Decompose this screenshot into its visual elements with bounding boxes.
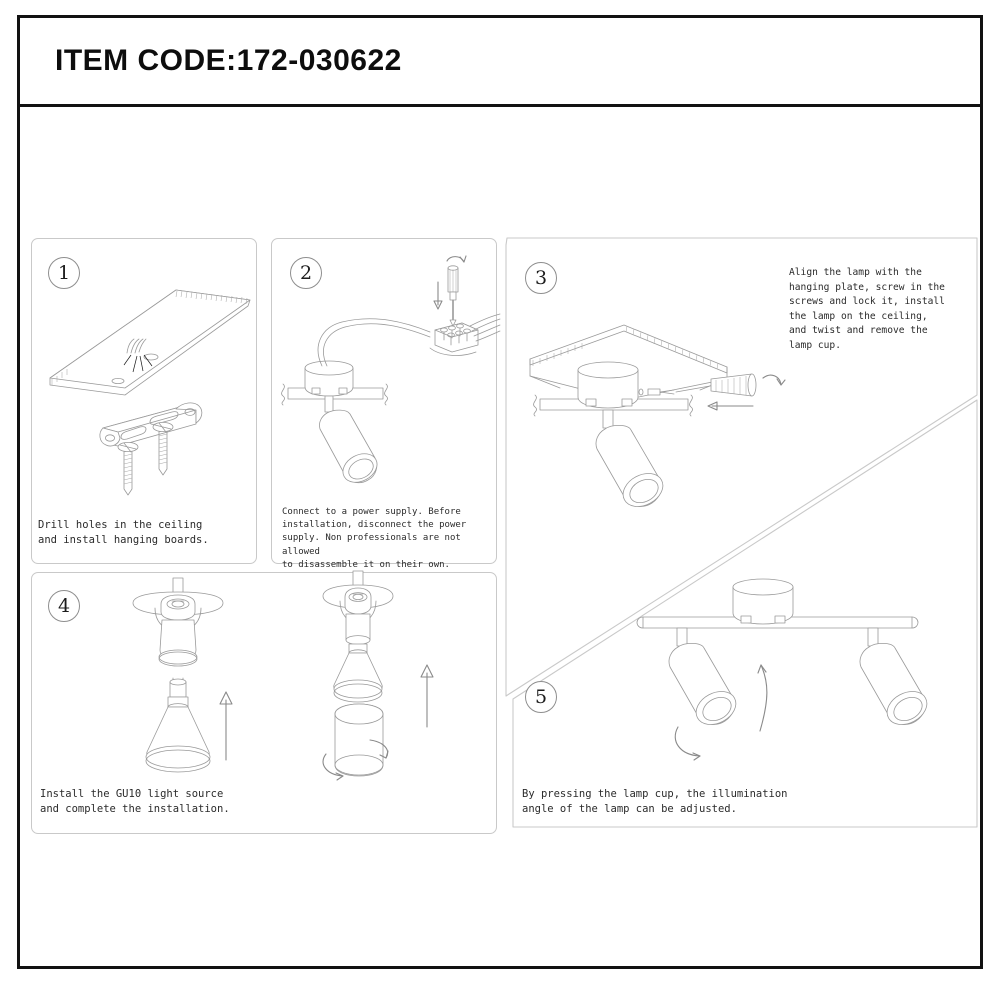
step-badge-1: 1 — [48, 257, 80, 289]
step-badge-4: 4 — [48, 590, 80, 622]
item-code-title: ITEM CODE:172-030622 — [55, 44, 402, 77]
step-badge-2: 2 — [290, 257, 322, 289]
step-caption-2: Connect to a power supply. Before instal… — [282, 507, 467, 570]
step-panel-1 — [31, 238, 257, 564]
step-badge-3: 3 — [525, 262, 557, 294]
header-band: ITEM CODE:172-030622 — [17, 15, 983, 107]
step-caption-5: By pressing the lamp cup, the illuminati… — [522, 788, 788, 815]
step-caption-4: Install the GU10 light source and comple… — [40, 788, 230, 815]
step-caption-1: Drill holes in the ceiling and install h… — [38, 519, 209, 546]
step-caption-3: Align the lamp with the hanging plate, s… — [789, 267, 945, 351]
step-panel-2 — [271, 238, 497, 564]
step-panel-4 — [31, 572, 497, 834]
step-badge-5: 5 — [525, 681, 557, 713]
